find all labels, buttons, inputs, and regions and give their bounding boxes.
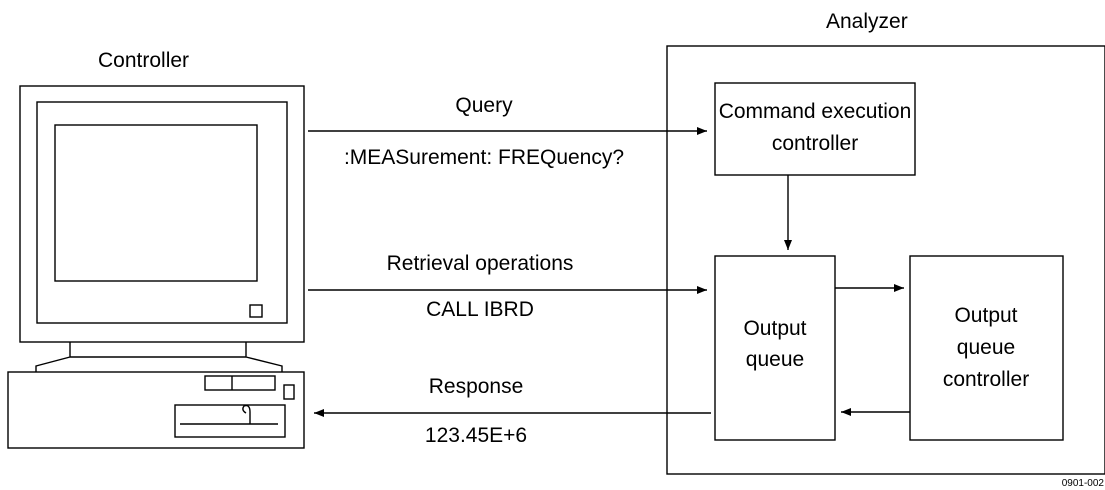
drive-indicator — [283, 384, 295, 400]
command-execution-controller-box: Command execution controller — [714, 82, 916, 176]
retrieval-command: CALL IBRD — [426, 298, 534, 321]
response-value: 123.45E+6 — [425, 424, 527, 447]
analyzer-boundary — [666, 45, 1105, 475]
query-command: :MEASurement: FREQuency? — [344, 146, 624, 169]
controller-title: Controller — [98, 49, 189, 72]
output-queue-controller-label-line2: queue — [957, 336, 1015, 359]
analyzer-title: Analyzer — [826, 10, 908, 33]
retrieval-label: Retrieval operations — [387, 252, 574, 275]
output-queue-controller-label-line1: Output — [954, 304, 1017, 327]
output-queue-label-line1: Output — [743, 317, 806, 340]
figure-id: 0901-002 — [1062, 478, 1105, 489]
command-execution-label-line2: controller — [772, 132, 858, 155]
monitor-stand — [35, 342, 283, 372]
disk-key — [242, 404, 251, 424]
output-queue-label-line2: queue — [746, 348, 804, 371]
command-execution-label-line1: Command execution — [719, 100, 912, 123]
output-queue-controller-box: Output queue controller — [909, 255, 1064, 441]
computer-icon — [7, 85, 305, 449]
output-queue-controller-label-line3: controller — [943, 368, 1029, 391]
monitor-power-button — [249, 304, 263, 318]
disk-slot — [174, 404, 286, 438]
monitor-screen — [54, 124, 258, 282]
output-queue-box: Output queue — [714, 255, 836, 441]
query-label: Query — [455, 94, 513, 117]
response-label: Response — [429, 375, 524, 398]
floppy-drive — [204, 375, 276, 391]
